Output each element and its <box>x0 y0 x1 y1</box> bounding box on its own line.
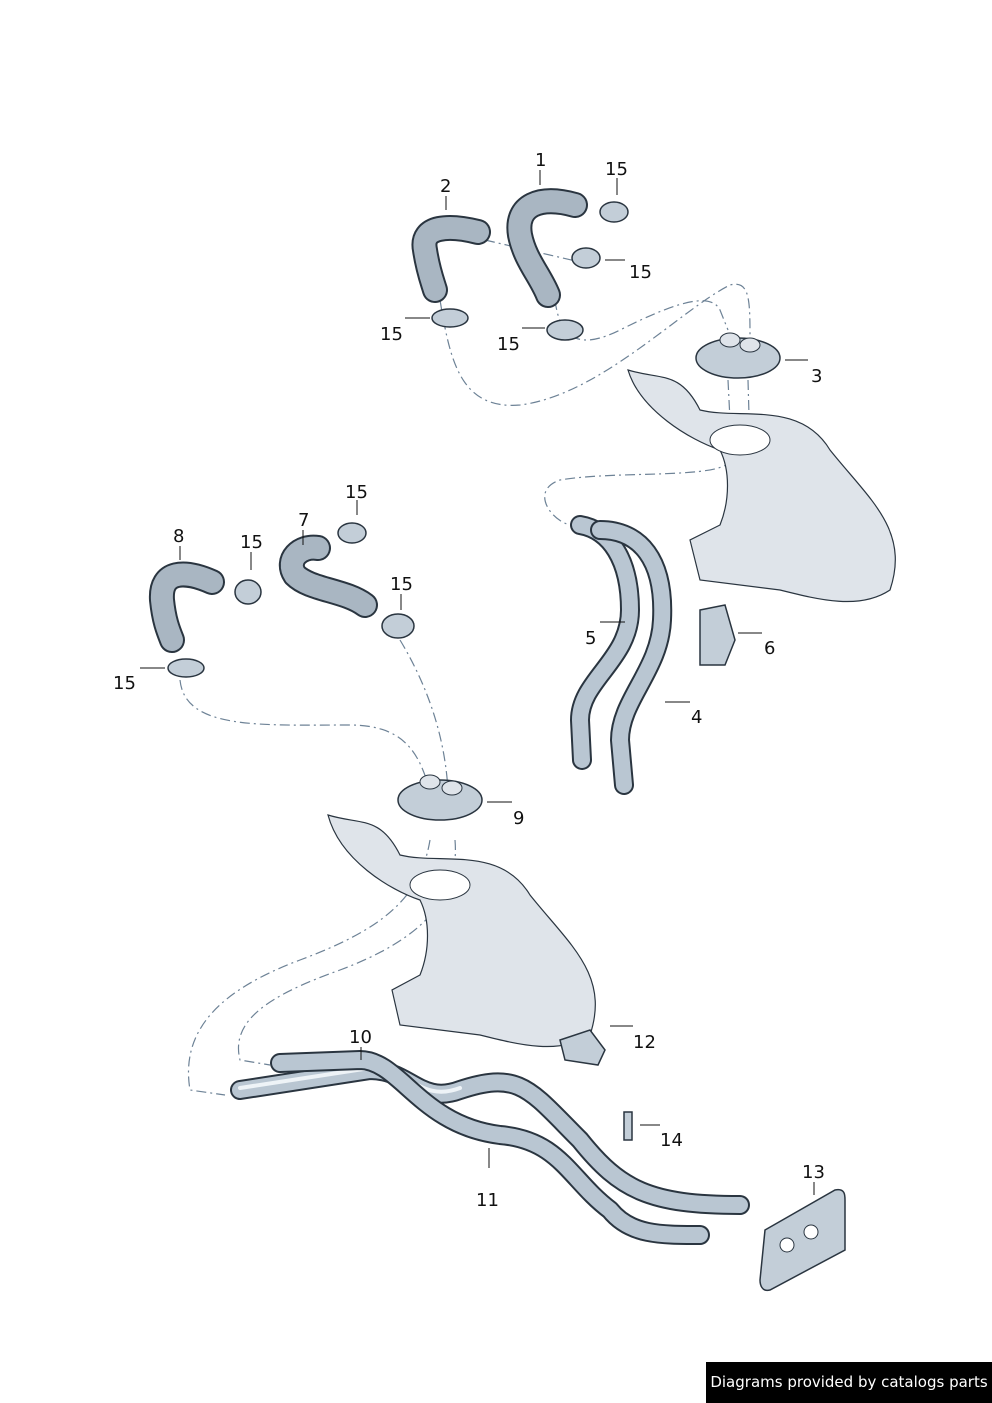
callout-14: 14 <box>660 1130 683 1151</box>
pipe-10-11 <box>230 1050 750 1245</box>
callout-15: 15 <box>605 159 628 180</box>
screw-14 <box>623 1111 633 1141</box>
hose-2 <box>411 215 491 303</box>
callouts: 1 15 2 15 15 15 3 15 7 8 15 15 5 6 15 4 … <box>113 150 825 1211</box>
hose-7 <box>278 534 378 618</box>
callout-15: 15 <box>345 482 368 503</box>
callout-15: 15 <box>113 673 136 694</box>
callout-8: 8 <box>173 526 184 547</box>
grommet-3 <box>695 332 781 379</box>
grommet-9 <box>397 774 483 821</box>
bracket-6 <box>699 604 736 666</box>
gasket-hole <box>803 1224 819 1240</box>
callout-15: 15 <box>629 262 652 283</box>
pipe-4-5 <box>570 515 673 795</box>
callout-4: 4 <box>691 707 702 728</box>
body-panel-lower <box>327 814 596 1048</box>
gasket-13 <box>759 1188 846 1292</box>
callout-3: 3 <box>811 366 822 387</box>
callout-9: 9 <box>513 808 524 829</box>
callout-6: 6 <box>764 638 775 659</box>
callout-1: 1 <box>535 150 546 171</box>
callout-15: 15 <box>390 574 413 595</box>
callout-7: 7 <box>298 510 309 531</box>
callout-5: 5 <box>585 628 596 649</box>
callout-2: 2 <box>440 176 451 197</box>
hose-8 <box>148 561 225 653</box>
panel-opening-lower <box>409 869 471 901</box>
hose-1 <box>506 188 588 308</box>
hose-clamps <box>167 201 629 678</box>
callout-13: 13 <box>802 1162 825 1183</box>
callout-12: 12 <box>633 1032 656 1053</box>
callout-15: 15 <box>240 532 263 553</box>
callout-15: 15 <box>497 334 520 355</box>
bracket-12 <box>559 1029 606 1066</box>
leader-lines <box>140 170 815 1195</box>
callout-11: 11 <box>476 1190 499 1211</box>
callout-10: 10 <box>349 1027 372 1048</box>
attribution-footer: Diagrams provided by catalogs parts <box>706 1362 992 1403</box>
body-panel-upper <box>627 369 896 603</box>
callout-15: 15 <box>380 324 403 345</box>
panel-opening-upper <box>709 424 771 456</box>
gasket-hole <box>779 1237 795 1253</box>
